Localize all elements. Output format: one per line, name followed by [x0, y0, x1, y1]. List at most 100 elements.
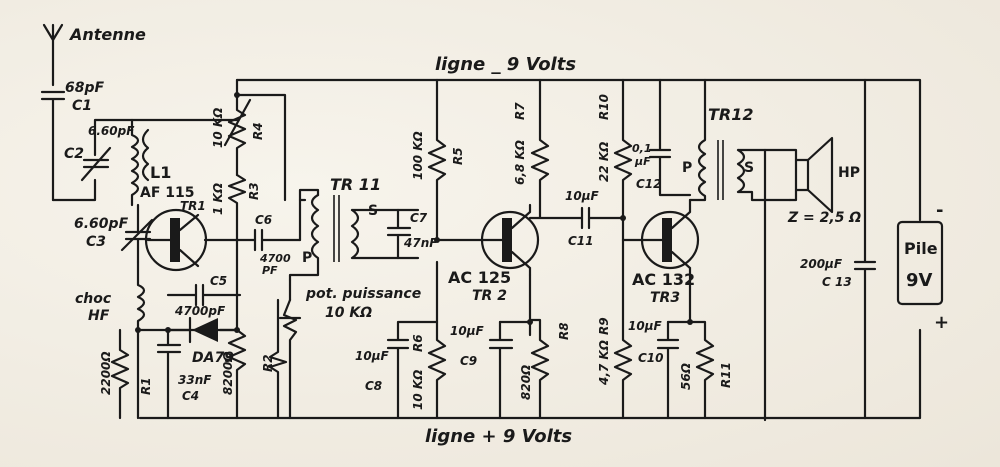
- antenna-icon: [42, 23, 64, 87]
- c12-line1: 0,1: [632, 142, 652, 155]
- hp-label: HP: [838, 165, 860, 181]
- r3-resistor: [227, 173, 247, 242]
- c6-value: 4700: [259, 252, 291, 265]
- tr11-ref: TR 11: [330, 175, 381, 194]
- tr2-transistor: [435, 203, 540, 277]
- tr11-transformer: [288, 188, 420, 282]
- r5-ref: R5: [451, 147, 465, 165]
- choke-label-2: HF: [88, 308, 110, 324]
- r11-ref: R11: [719, 362, 733, 388]
- battery-line2: 9V: [906, 270, 933, 291]
- tr12-ref: TR12: [708, 105, 754, 124]
- negative-rail-label: ligne _ 9 Volts: [435, 54, 576, 75]
- c3-capacitor: [120, 203, 154, 264]
- c5-ref: C5: [210, 274, 227, 288]
- c2-ref: C2: [64, 146, 84, 162]
- c1-capacitor: [40, 90, 66, 202]
- c6-capacitor: [253, 228, 302, 252]
- tr12-p: P: [682, 160, 692, 176]
- c5-value: 4700pF: [174, 304, 226, 318]
- pot-puissance: [268, 278, 302, 420]
- tr3-ref: TR3: [650, 290, 680, 306]
- battery-icon: [896, 220, 944, 306]
- r7-ref: R7: [513, 102, 527, 120]
- loudspeaker-icon: [763, 136, 834, 214]
- tr12-s: S: [744, 160, 754, 176]
- r5-resistor: [427, 78, 447, 242]
- c7-ref: C7: [410, 211, 428, 225]
- r9-value: 4,7 KΩ: [597, 340, 611, 386]
- tr2-type: AC 125: [448, 268, 511, 287]
- tr1-ref: TR1: [180, 199, 206, 213]
- tr11-p: P: [302, 250, 312, 266]
- c12-ref: C12: [636, 177, 662, 191]
- c8-ref: C8: [365, 379, 382, 393]
- positive-rail-label: ligne + 9 Volts: [425, 426, 572, 447]
- c10-capacitor: [656, 320, 680, 420]
- pot-label-2: 10 KΩ: [325, 305, 372, 321]
- c7-capacitor: [386, 208, 412, 260]
- c10-value: 10µF: [628, 319, 663, 333]
- c11-ref: C11: [568, 234, 594, 248]
- c1-value: 68pF: [65, 80, 105, 96]
- da79-diode: [166, 316, 240, 344]
- c6-ref: C6: [255, 213, 272, 227]
- r6-value: 10 KΩ: [411, 370, 425, 410]
- c11-capacitor: [580, 206, 625, 230]
- r1-ref: R1: [139, 377, 153, 395]
- c8-capacitor: [386, 320, 439, 420]
- battery-minus: -: [936, 200, 943, 221]
- c8-value: 10µF: [355, 349, 390, 363]
- r4-ref: R4: [251, 122, 265, 140]
- junction-dots: [135, 92, 693, 333]
- battery-line1: Pile: [904, 239, 938, 258]
- c10-ref: C10: [638, 351, 664, 365]
- positive-rail: [138, 328, 922, 420]
- r10-resistor: [613, 78, 633, 242]
- c4-capacitor: [156, 328, 182, 420]
- c3-ref: C3: [86, 234, 106, 250]
- antenna-label: Antenne: [68, 25, 146, 44]
- r7-resistor: [528, 78, 584, 220]
- r8-ref: R8: [557, 322, 571, 340]
- r2-value: 8200Ω: [221, 351, 235, 395]
- r3-ref: R3: [247, 182, 261, 200]
- pot-label-1: pot. puissance: [305, 286, 421, 302]
- tr3-type: AC 132: [632, 270, 695, 289]
- c12-line2: µF: [634, 155, 651, 168]
- r10-value: 22 KΩ: [597, 142, 611, 182]
- hp-impedance: Z = 2,5 Ω: [787, 210, 861, 226]
- r5-value: 100 KΩ: [411, 131, 425, 180]
- r1-resistor: [110, 328, 130, 420]
- c9-value: 10µF: [450, 324, 485, 338]
- c6-unit: PF: [262, 264, 278, 277]
- negative-rail: [235, 78, 922, 222]
- r9-ref: R9: [597, 317, 611, 335]
- c11-value: 10µF: [565, 189, 600, 203]
- r4-resistor: [223, 93, 252, 177]
- c1-ref: C1: [72, 98, 92, 114]
- r6-ref: R6: [411, 334, 425, 352]
- c9-ref: C9: [460, 354, 477, 368]
- c3-value: 6.60pF: [74, 216, 129, 232]
- r11-value: 56Ω: [679, 363, 693, 390]
- l1-ref: L1: [150, 163, 171, 182]
- c4-ref: C4: [182, 389, 199, 403]
- r10-ref: R10: [597, 94, 611, 120]
- r11-resistor: [688, 320, 715, 420]
- tr1-transistor: [144, 208, 257, 272]
- da79-ref: DA79: [192, 350, 234, 366]
- tr1-type: AF 115: [140, 185, 195, 201]
- c5-capacitor: [166, 283, 242, 307]
- l1-coil: [130, 118, 150, 207]
- c12-capacitor: [648, 78, 692, 197]
- tr2-ref: TR 2: [472, 288, 507, 304]
- r4-value: 10 KΩ: [211, 108, 225, 148]
- c7-value: 47nF: [403, 236, 438, 250]
- choke-hf: [136, 260, 146, 420]
- c13-ref: C 13: [822, 275, 852, 289]
- r3-value: 1 KΩ: [211, 183, 225, 215]
- r8-value: 820Ω: [519, 365, 533, 400]
- c13-capacitor: [853, 78, 877, 420]
